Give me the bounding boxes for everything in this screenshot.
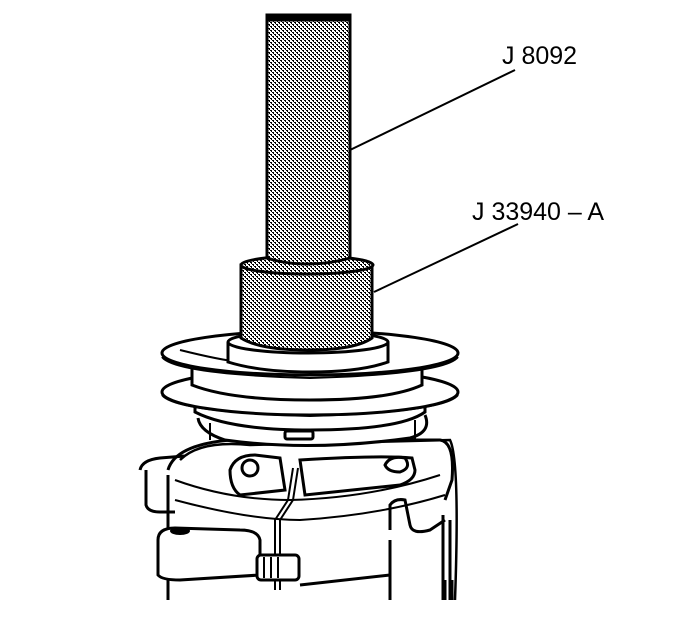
leader-line-j33940a [373,223,519,293]
compressor-body [138,436,458,601]
tool-j33940a [239,254,375,352]
tool-j8092 [265,13,352,266]
label-j8092: J 8092 [502,42,578,70]
label-j33940a: J 33940 – A [472,198,605,226]
leader-line-j8092 [349,69,516,151]
